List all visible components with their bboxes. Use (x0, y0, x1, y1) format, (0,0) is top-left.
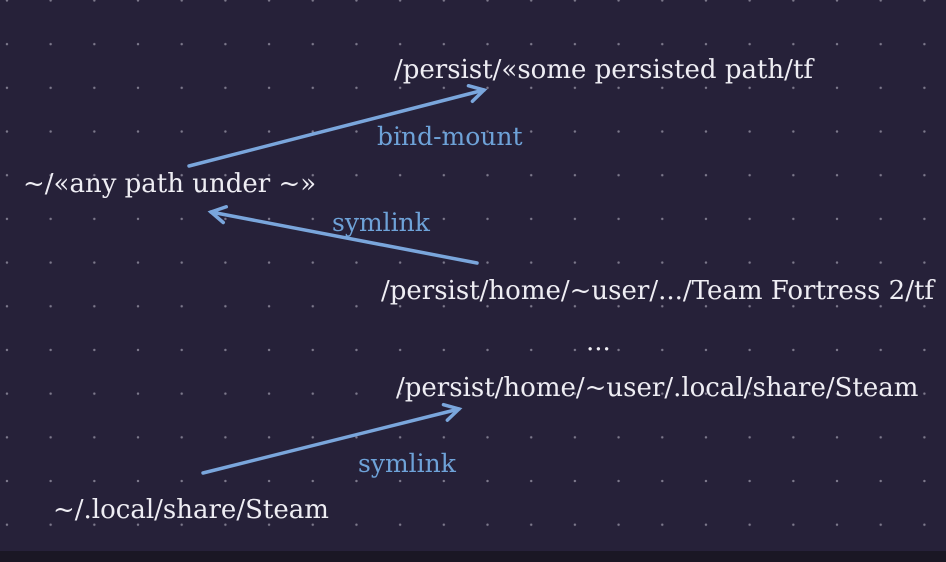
symlink-label-bottom: symlink (358, 449, 456, 478)
node-home-steam: ~/.local/share/Steam (53, 495, 329, 525)
node-persist-team-fortress: /persist/home/~user/.../Team Fortress 2/… (381, 276, 935, 306)
node-persist-steam: /persist/home/~user/.local/share/Steam (396, 373, 919, 403)
ellipsis-text: ... (586, 327, 611, 357)
node-home-any-path: ~/«any path under ~» (23, 169, 317, 199)
node-persist-some-path: /persist/«some persisted path/tf (394, 55, 814, 85)
symlink-label-top: symlink (332, 208, 430, 237)
bind-mount-label: bind-mount (377, 122, 523, 151)
bottom-edge-bar (0, 551, 946, 562)
